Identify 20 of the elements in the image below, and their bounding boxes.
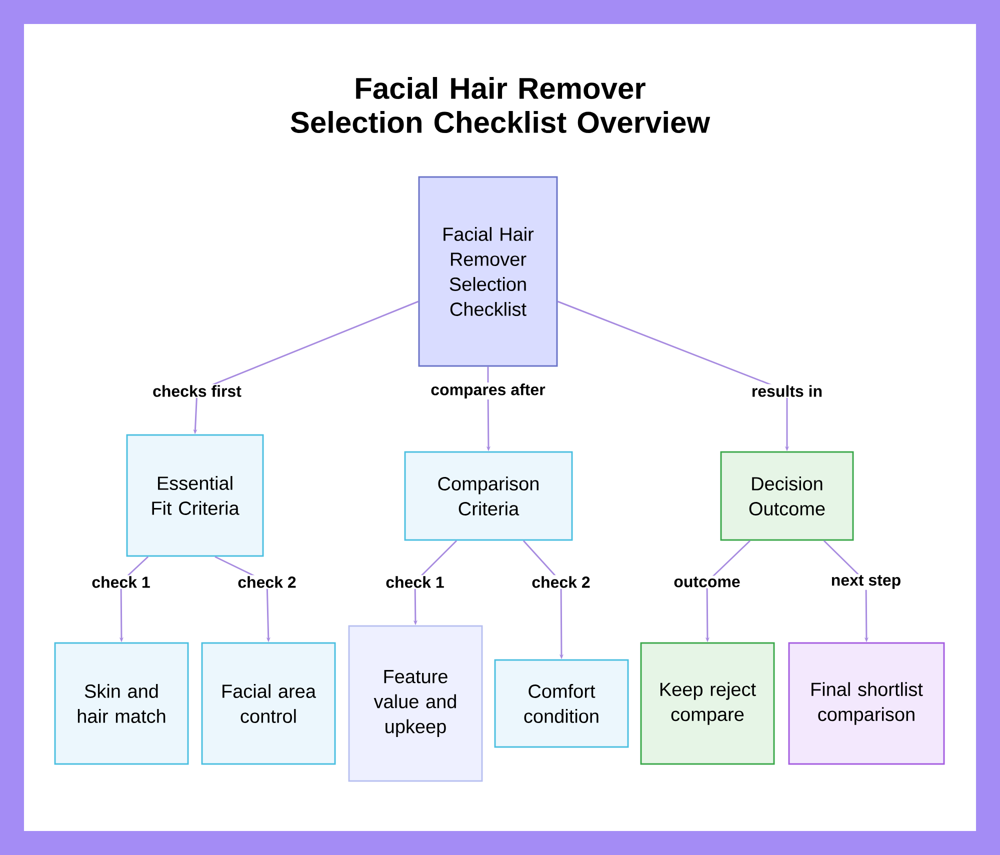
process-box: Final shortlist comparison — [788, 642, 945, 765]
process-box: Facial Hair Remover Selection Checklist — [418, 176, 558, 367]
process-box: Comfort condition — [494, 659, 629, 748]
process-box: Essential Fit Criteria — [126, 434, 264, 557]
process-box: Skin and hair match — [54, 642, 189, 765]
edge-label: check 2 — [530, 575, 592, 589]
edge-label: check 2 — [236, 575, 298, 589]
edge-label: results in — [750, 384, 824, 398]
process-box: Keep reject compare — [640, 642, 775, 765]
process-box: Comparison Criteria — [404, 451, 573, 541]
edge-label: next step — [830, 574, 902, 590]
process-box: Decision Outcome — [720, 451, 854, 541]
edge-label: outcome — [672, 576, 742, 588]
process-box: Feature value and upkeep — [348, 625, 483, 782]
edge-label: check 1 — [90, 575, 152, 589]
process-box: Facial area control — [201, 642, 336, 765]
edge-label: compares after — [430, 382, 546, 400]
edge-label: checks first — [152, 384, 242, 398]
edge-label: check 1 — [384, 575, 446, 589]
title: Facial Hair Remover Selection Checklist Overview — [290, 77, 710, 134]
